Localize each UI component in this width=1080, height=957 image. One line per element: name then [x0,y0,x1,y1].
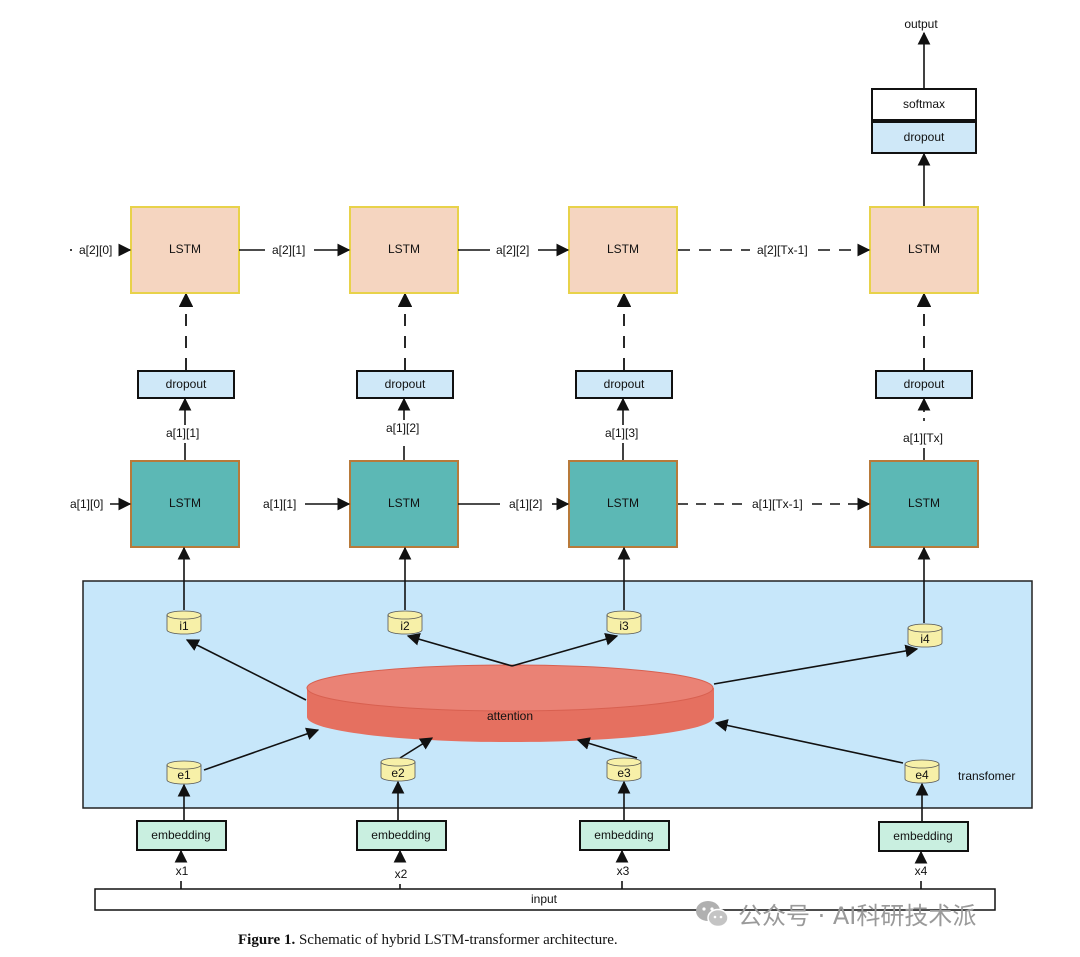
vertical-dashed-arrows [178,292,932,370]
embedding-1-label: embedding [151,828,210,842]
wechat-icon [694,899,730,929]
lstm-bottom-1-label: LSTM [169,496,201,510]
figure-caption-text: Schematic of hybrid LSTM-transformer arc… [298,932,618,948]
token-i3-label: i3 [619,619,629,633]
token-e2 [380,757,416,782]
embedding-arrows [174,780,929,889]
watermark: 公众号 · AI科研技术派 [694,896,976,931]
embedding-4-label: embedding [893,829,952,843]
token-e4 [904,759,940,784]
lstm-top-2 [349,206,459,294]
embedding-2-label: embedding [371,828,430,842]
softmax-box [871,88,977,121]
embedding-4 [878,821,969,852]
token-e2-label: e2 [391,766,405,780]
mid-output-3: a[1][3] [605,426,638,440]
softmax-label: softmax [903,97,945,111]
dropout-3 [575,370,673,399]
token-e4-label: e4 [915,768,929,782]
mid-output-4: a[1][Tx] [903,431,943,445]
input-label: input [531,892,558,906]
transformer-label: transfomer [958,769,1015,783]
lstm-top-3 [568,206,678,294]
token-e1-label: e1 [177,768,191,782]
input-x4: x4 [915,864,928,878]
lstm-bottom-1 [130,460,240,548]
dropout-4 [875,370,973,399]
token-i4-label: i4 [920,632,930,646]
attention-label: attention [487,709,533,723]
lstm-top-4 [869,206,979,294]
token-i1 [166,610,202,635]
token-e1 [166,760,202,785]
dropout-output [871,121,977,154]
dropout-4-label: dropout [904,377,945,391]
token-i2 [387,610,423,635]
dropout-1 [137,370,235,399]
top-state-2: a[2][2] [496,243,529,257]
figure-label: Figure 1. [238,932,296,948]
lstm-top-2-label: LSTM [388,242,420,256]
attention-cylinder [306,664,714,743]
lstm-top-4-label: LSTM [908,242,940,256]
output-label: output [904,17,938,31]
token-i2-label: i2 [400,619,410,633]
embedding-2 [356,820,447,851]
top-state-3: a[2][Tx-1] [757,243,808,257]
dropout-output-label: dropout [904,130,945,144]
bottom-state-3: a[1][Tx-1] [752,497,803,511]
embedding-3-label: embedding [594,828,653,842]
bottom-state-1: a[1][1] [263,497,296,511]
token-e3 [606,757,642,782]
lstm-top-1-label: LSTM [169,242,201,256]
input-x2: x2 [395,867,408,881]
dropout-1-label: dropout [166,377,207,391]
vertical-arrows-lower [177,397,931,623]
bottom-state-2: a[1][2] [509,497,542,511]
watermark-text: 公众号 · AI科研技术派 [738,902,977,930]
input-x3: x3 [617,864,630,878]
lstm-top-3-label: LSTM [607,242,639,256]
input-x1: x1 [176,864,189,878]
bottom-state-0: a[1][0] [70,497,103,511]
token-i3 [606,610,642,635]
lstm-bottom-3 [568,460,678,548]
lstm-bottom-2 [349,460,459,548]
token-i4 [907,623,943,648]
mid-output-2: a[1][2] [386,421,419,435]
figure-caption: Figure 1. Schematic of hybrid LSTM-trans… [238,932,618,949]
lstm-bottom-3-label: LSTM [607,496,639,510]
token-e3-label: e3 [617,766,631,780]
dropout-2-label: dropout [385,377,426,391]
lstm-bottom-4-label: LSTM [908,496,940,510]
mid-output-1: a[1][1] [166,426,199,440]
input-bar [94,888,996,911]
lstm-bottom-2-label: LSTM [388,496,420,510]
lstm-bottom-4 [869,460,979,548]
token-i1-label: i1 [179,619,189,633]
attention-arrows [185,633,919,771]
top-state-0: a[2][0] [79,243,112,257]
dropout-3-label: dropout [604,377,645,391]
top-state-1: a[2][1] [272,243,305,257]
